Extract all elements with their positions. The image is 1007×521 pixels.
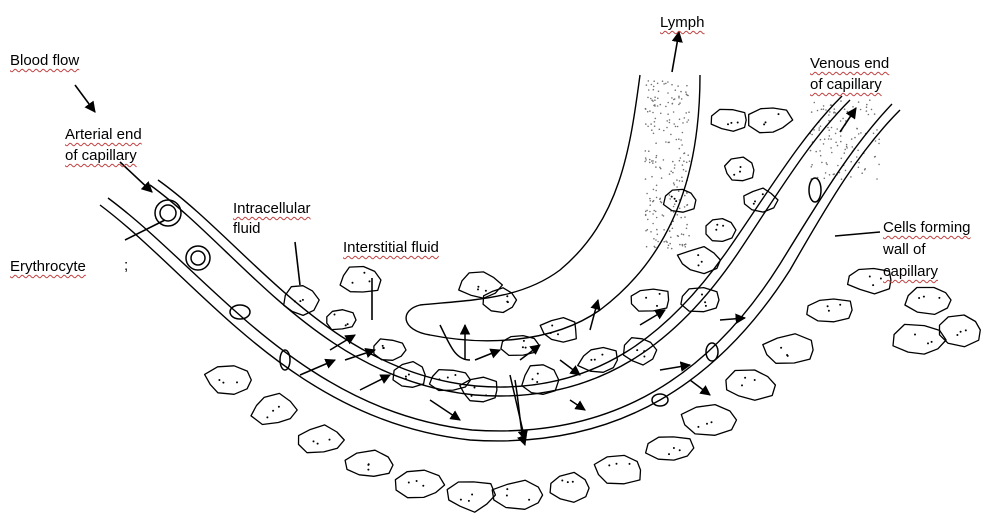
label-cells-wall-line2: wall of bbox=[883, 240, 926, 259]
tissue-cell bbox=[459, 272, 503, 298]
label-erythrocyte: Erythrocyte bbox=[10, 257, 86, 276]
tissue-cell bbox=[340, 267, 381, 293]
tissue-cell bbox=[646, 437, 694, 460]
tissue-cell bbox=[631, 289, 668, 311]
tissue-cell bbox=[706, 219, 736, 242]
tissue-cell bbox=[681, 288, 719, 312]
label-lymph: Lymph bbox=[660, 13, 704, 32]
label-interstitial-fluid: Interstitial fluid bbox=[343, 238, 439, 257]
tissue-cell bbox=[711, 109, 746, 131]
label-pointers bbox=[75, 32, 880, 320]
tissue-cell bbox=[681, 405, 736, 436]
label-blood-flow: Blood flow bbox=[10, 51, 79, 70]
tissue-cell bbox=[251, 393, 297, 424]
tissue-cell bbox=[395, 470, 444, 498]
tissue-cell bbox=[893, 324, 946, 354]
tissue-cell bbox=[483, 288, 516, 313]
tissue-cell bbox=[677, 247, 720, 274]
label-cells-wall-line3: capillary bbox=[883, 262, 938, 281]
label-intracellular-line2: fluid bbox=[233, 219, 261, 238]
label-venous-end-line1: Venous end bbox=[810, 54, 889, 73]
tissue-cell bbox=[492, 480, 542, 509]
tissue-cell bbox=[522, 365, 559, 395]
label-arterial-end-line2: of capillary bbox=[65, 146, 137, 165]
tissue-cell bbox=[725, 157, 754, 181]
label-cells-wall-line1: Cells forming bbox=[883, 218, 971, 237]
tissue-cell bbox=[594, 455, 640, 483]
tissue-cell bbox=[327, 310, 356, 330]
tissue-cell bbox=[749, 108, 793, 133]
tissue-cell bbox=[460, 377, 497, 402]
tissue-cell bbox=[447, 482, 495, 512]
capillary-wall bbox=[100, 96, 900, 441]
label-arterial-end-line1: Arterial end bbox=[65, 125, 142, 144]
lymph-vessel bbox=[406, 75, 700, 341]
tissue-cell bbox=[345, 450, 393, 476]
label-intracellular-line1: Intracellular bbox=[233, 199, 311, 218]
tissue-cell bbox=[299, 425, 345, 453]
tissue-cell bbox=[905, 288, 951, 315]
tissue-cell bbox=[550, 472, 589, 502]
tissue-cell bbox=[284, 286, 320, 316]
tissue-cells bbox=[205, 108, 981, 512]
label-venous-end-line2: of capillary bbox=[810, 75, 882, 94]
tissue-cell bbox=[726, 370, 776, 400]
tissue-cell bbox=[205, 366, 252, 395]
tissue-cell bbox=[763, 334, 813, 364]
label-semicolon: ; bbox=[124, 256, 128, 275]
tissue-cell bbox=[624, 338, 657, 365]
tissue-cell bbox=[940, 315, 981, 347]
tissue-cell bbox=[374, 339, 406, 360]
fluid-arrows bbox=[300, 300, 745, 445]
tissue-cell bbox=[430, 370, 471, 391]
